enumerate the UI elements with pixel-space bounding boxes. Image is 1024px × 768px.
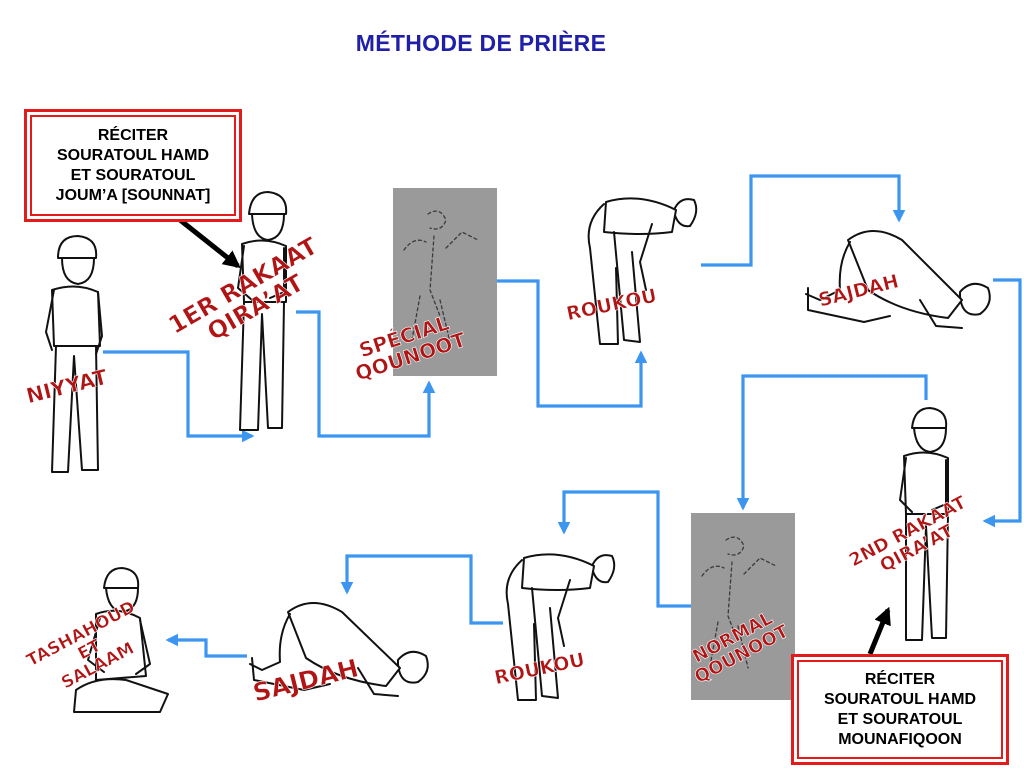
flow-arrow-niyyat-to-rakaat1: [103, 350, 255, 443]
prostrating-figure: [249, 602, 429, 697]
flow-arrow-roukou2-to-sajdah2: [340, 554, 503, 625]
flow-arrow-qounoot-to-roukou: [497, 279, 648, 408]
bowing-figure: [587, 197, 698, 345]
special-qounoot-panel: [393, 188, 497, 376]
flow-arrow-rakaat1-to-qounoot: [296, 310, 436, 438]
standing-figure: [237, 191, 288, 431]
prostrating-figure: [805, 230, 991, 329]
flow-arrow-sajdah2-to-tashahoud: [165, 633, 247, 658]
standing-figure: [899, 407, 949, 641]
recite-note-bottom: RÉCITER SOURATOUL HAMD ET SOURATOUL MOUN…: [791, 654, 1009, 765]
flow-arrow-sajdah-to-rakaat2: [982, 278, 1022, 528]
standing-figure: [45, 235, 103, 473]
sitting-figure: [73, 567, 169, 713]
flow-arrow-qounoot-to-roukou2: [557, 490, 691, 608]
recite-note-bottom-text: RÉCITER SOURATOUL HAMD ET SOURATOUL MOUN…: [797, 660, 1003, 759]
flow-arrow-roukou-to-sajdah: [701, 174, 906, 267]
recite-note-top: RÉCITER SOURATOUL HAMD ET SOURATOUL JOUM…: [24, 109, 242, 222]
bowing-figure: [505, 553, 616, 701]
flow-arrow-rakaat2-to-qounoot: [736, 374, 928, 511]
page-title: MÉTHODE DE PRIÈRE: [355, 30, 607, 56]
qounoot-figure: [701, 536, 777, 669]
qounoot-figure: [403, 210, 479, 343]
pointer-arrow-bottom: [867, 606, 891, 655]
recite-note-top-text: RÉCITER SOURATOUL HAMD ET SOURATOUL JOUM…: [30, 115, 236, 216]
